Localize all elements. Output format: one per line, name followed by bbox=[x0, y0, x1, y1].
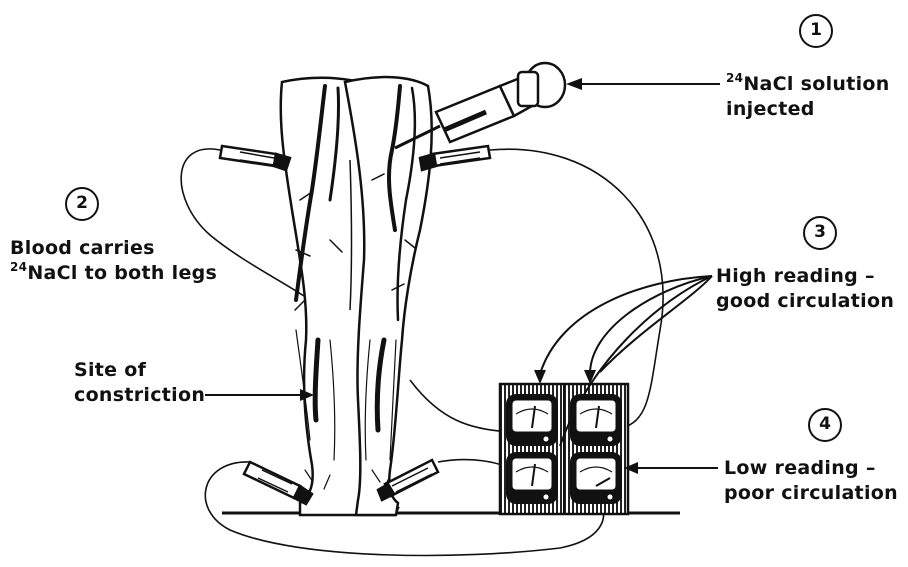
step-2-line2: NaCl to both legs bbox=[27, 262, 217, 284]
meter-bottom-right bbox=[570, 452, 622, 504]
step-2-label: Blood carries 24NaCl to both legs bbox=[10, 236, 217, 286]
step-3-line1: High reading – bbox=[716, 264, 894, 289]
meter-top-right bbox=[570, 394, 622, 446]
step-4-badge: 4 bbox=[808, 408, 842, 442]
step-1-label: 24NaCl solution injected bbox=[726, 72, 890, 122]
isotope-mass-number: 24 bbox=[726, 71, 743, 85]
step-1-line2: injected bbox=[726, 97, 890, 122]
meter-top-left bbox=[506, 394, 558, 446]
step-2-number: 2 bbox=[76, 193, 88, 213]
step-3-badge: 3 bbox=[803, 216, 837, 250]
constriction-line2: constriction bbox=[74, 383, 205, 408]
step-4-line2: poor circulation bbox=[724, 481, 898, 506]
step-3-number: 3 bbox=[814, 222, 826, 242]
step-2-badge: 2 bbox=[65, 187, 99, 221]
constriction-line1: Site of bbox=[74, 358, 205, 383]
step-1-number: 1 bbox=[810, 20, 822, 40]
constriction-label: Site of constriction bbox=[74, 358, 205, 408]
step-4-line1: Low reading – bbox=[724, 456, 898, 481]
step-1-line1: NaCl solution bbox=[743, 73, 889, 95]
step-3-line2: good circulation bbox=[716, 289, 894, 314]
step-3-label: High reading – good circulation bbox=[716, 264, 894, 314]
step-4-number: 4 bbox=[819, 414, 831, 434]
probe-upper-left bbox=[220, 146, 290, 170]
step-4-label: Low reading – poor circulation bbox=[724, 456, 898, 506]
isotope-mass-number: 24 bbox=[10, 260, 27, 274]
meter-bottom-left bbox=[506, 452, 558, 504]
probe-lower-left bbox=[244, 462, 312, 504]
step-1-badge: 1 bbox=[799, 14, 833, 48]
step-2-line1: Blood carries bbox=[10, 236, 217, 261]
